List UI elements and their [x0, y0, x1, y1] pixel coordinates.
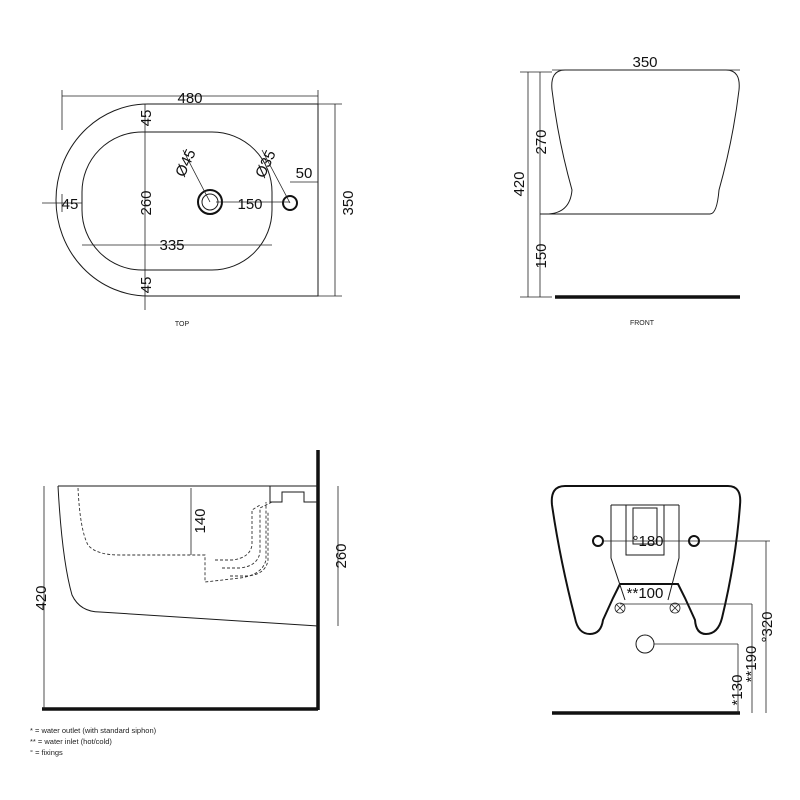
dim-front-150-label: 150 [533, 243, 550, 268]
inlet-valve-right [669, 602, 681, 614]
water-outlet [635, 634, 655, 654]
dim-45-top-label: 45 [138, 110, 155, 127]
dim-260-label: 260 [138, 190, 155, 215]
back-outlet-port [625, 504, 665, 556]
top-view-caption: TOP [175, 321, 190, 328]
dim-side-260-label: 260 [333, 543, 350, 568]
dim-side-420-label: 420 [33, 585, 50, 610]
back-view: °180 **100 °320 **190 *130 [550, 485, 776, 715]
dim-150-label: 150 [237, 196, 262, 213]
overflow-hole [282, 195, 298, 211]
side-siphon-2 [222, 501, 273, 569]
dim-back-100-label: **100 [627, 585, 664, 602]
leader-line-45 [182, 149, 211, 203]
side-view: 420 140 260 [33, 450, 350, 711]
legend-water-outlet: * = water outlet (with standard siphon) [30, 726, 157, 735]
inlet-valve-left [614, 602, 626, 614]
inlet-valve-right-cross [670, 603, 680, 613]
dim-335-label: 335 [159, 237, 184, 254]
front-view-caption: FRONT [630, 320, 655, 327]
side-siphon-3 [230, 512, 269, 577]
dim-480-label: 480 [177, 90, 202, 107]
top-outline [55, 103, 319, 297]
dim-back-180-label: °180 [632, 533, 663, 550]
dim-back-130-label: *130 [729, 675, 746, 706]
side-siphon-1 [215, 504, 261, 561]
dim-front-420-label: 420 [511, 171, 528, 196]
dim-side-140-label: 140 [192, 508, 209, 533]
legend-water-inlet: ** = water inlet (hot/cold) [30, 737, 112, 746]
dim-front-270-label: 270 [533, 129, 550, 154]
fixing-hole-left [592, 535, 604, 547]
dim-back-190-label: **190 [743, 646, 760, 683]
back-port-inner [632, 507, 658, 545]
dim-45-bottom-label: 45 [138, 277, 155, 294]
inlet-valve-left-cross [615, 603, 625, 613]
dim-45-left-label: 45 [62, 196, 79, 213]
leader-line-35 [261, 149, 291, 204]
dim-back-320-label: °320 [759, 611, 776, 642]
side-rim [58, 485, 318, 503]
back-outline [550, 485, 742, 636]
legend-fixings: ° = fixings [30, 748, 63, 757]
front-outline [540, 69, 740, 215]
side-outline [57, 485, 319, 627]
side-inner-bowl [77, 487, 267, 583]
top-view: 480 350 45 260 45 45 335 Ø45 Ø35 150 50 … [42, 90, 357, 328]
top-bowl [81, 131, 273, 271]
front-view: 350 420 270 150 FRONT [511, 54, 740, 327]
dim-front-350-label: 350 [632, 54, 657, 71]
dim-350-label: 350 [340, 190, 357, 215]
dim-50-label: 50 [296, 165, 313, 182]
